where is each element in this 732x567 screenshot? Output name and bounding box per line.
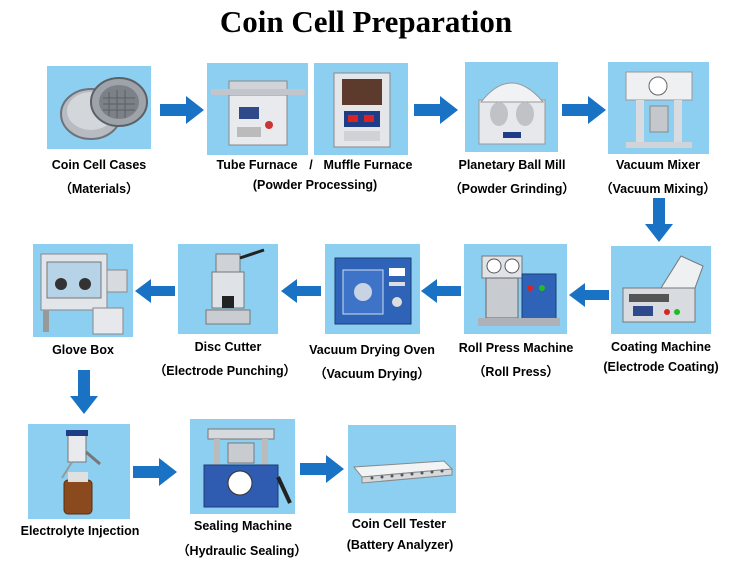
step-sub-furnace: (Powder Processing) [252, 178, 378, 192]
step-label-coin-cell-cases: Coin Cell Cases [51, 158, 147, 172]
arrow-left-icon [421, 279, 461, 303]
arrow-right-icon [133, 458, 177, 486]
arrow-right-icon [160, 96, 204, 124]
arrow-right-icon [300, 455, 344, 483]
electrolyte-injection-image [28, 424, 130, 519]
arrow-right-icon [562, 96, 606, 124]
step-label-coin-cell-tester: Coin Cell Tester [351, 517, 447, 531]
coin-cell-cases-image [47, 66, 151, 149]
step-sub-vacuum-drying-oven: （Vacuum Drying） [314, 367, 430, 381]
step-label-muffle-furnace: Muffle Furnace [323, 158, 413, 172]
step-label-electrolyte-injection: Electrolyte Injection [20, 524, 140, 538]
vacuum-drying-oven-image [325, 244, 420, 334]
step-label-planetary-ball-mill: Planetary Ball Mill [458, 158, 566, 172]
coating-machine-image [611, 246, 711, 334]
step-label-separator: / [309, 158, 313, 172]
sealing-machine-image [190, 419, 295, 514]
coin-cell-tester-image [348, 425, 456, 513]
diagram-title: Coin Cell Preparation [219, 4, 513, 39]
arrow-left-icon [281, 279, 321, 303]
step-sub-roll-press-machine: （Roll Press） [472, 365, 560, 379]
step-sub-coin-cell-cases: （Materials） [59, 182, 139, 196]
step-sub-vacuum-mixer: （Vacuum Mixing） [600, 182, 716, 196]
arrow-right-icon [414, 96, 458, 124]
planetary-ball-mill-image [465, 62, 558, 152]
step-label-coating-machine: Coating Machine [610, 340, 711, 354]
arrow-down-icon [70, 370, 98, 414]
step-sub-coin-cell-tester: (Battery Analyzer) [346, 538, 454, 552]
muffle-furnace-image [314, 63, 408, 155]
glove-box-image [33, 244, 133, 337]
tube-furnace-image [207, 63, 308, 155]
step-sub-disc-cutter: （Electrode Punching） [153, 364, 297, 378]
roll-press-machine-image [464, 244, 567, 334]
step-label-glove-box: Glove Box [52, 343, 114, 357]
step-sub-planetary-ball-mill: （Powder Grinding） [449, 182, 575, 196]
step-sub-sealing-machine: （Hydraulic Sealing） [177, 544, 307, 558]
step-label-tube-furnace: Tube Furnace [216, 158, 298, 172]
vacuum-mixer-image [608, 62, 709, 154]
arrow-left-icon [569, 283, 609, 307]
step-label-roll-press-machine: Roll Press Machine [458, 341, 574, 355]
step-label-vacuum-drying-oven: Vacuum Drying Oven [309, 343, 435, 357]
arrow-down-icon [645, 198, 673, 242]
arrow-left-icon [135, 279, 175, 303]
step-label-disc-cutter: Disc Cutter [194, 340, 262, 354]
step-label-sealing-machine: Sealing Machine [194, 519, 292, 533]
disc-cutter-image [178, 244, 278, 334]
step-sub-coating-machine: (Electrode Coating) [603, 360, 719, 374]
step-label-vacuum-mixer: Vacuum Mixer [615, 158, 701, 172]
